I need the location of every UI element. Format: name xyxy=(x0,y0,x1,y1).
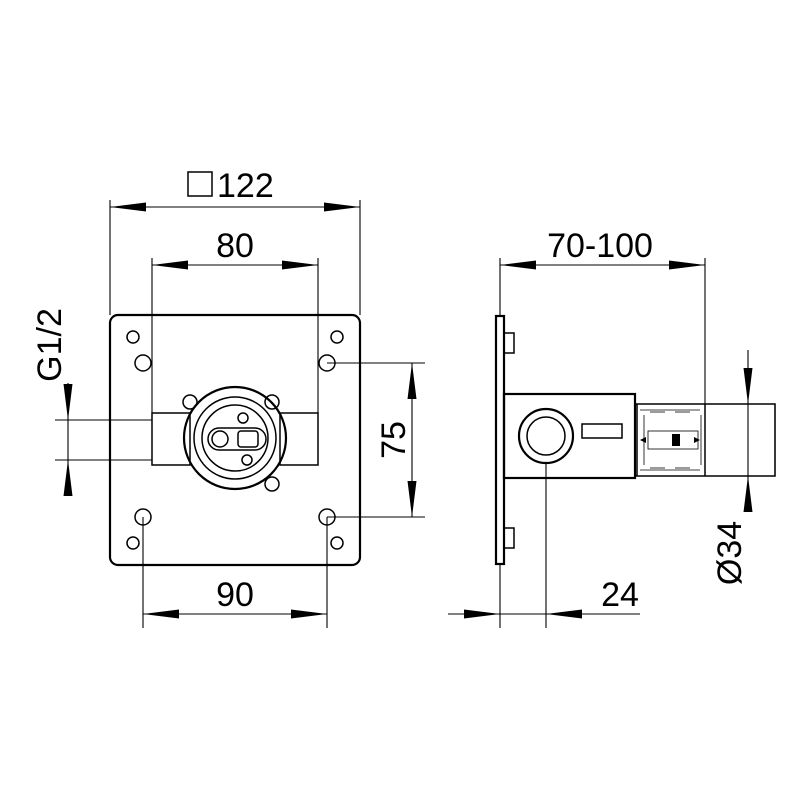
inlet-port-left xyxy=(151,412,191,466)
dim-34-label: Ø34 xyxy=(711,521,749,585)
screw-hole-top-right xyxy=(330,330,344,344)
square-symbol xyxy=(187,171,213,197)
inlet-port-right xyxy=(279,412,319,466)
dim-g12-label: G1/2 xyxy=(31,308,69,382)
dim-90-label: 90 xyxy=(216,576,254,614)
screw-hole-bottom-left xyxy=(126,536,140,550)
dim-34: Ø34 xyxy=(711,350,753,585)
cartridge-port-right xyxy=(237,430,259,448)
dim-80-label: 80 xyxy=(216,227,254,265)
side-lug-top xyxy=(503,332,515,354)
dim-122: 122 xyxy=(110,167,360,212)
screw-bottom xyxy=(241,454,253,466)
dim-g12: G1/2 xyxy=(31,308,73,496)
side-plate xyxy=(494,314,506,566)
dim-24-label: 24 xyxy=(601,576,639,614)
screw-hole-bottom-right xyxy=(330,536,344,550)
housing-mid xyxy=(193,396,277,480)
valve-body xyxy=(151,385,319,492)
lug-bottom-right xyxy=(264,476,280,492)
screw-top xyxy=(237,412,249,424)
side-outlet-inner xyxy=(526,416,566,456)
screw-hole-top-left xyxy=(126,330,140,344)
extension-markings xyxy=(640,409,702,471)
dim-90: 90 xyxy=(143,576,327,619)
lug-top-right xyxy=(264,394,280,410)
housing-inner xyxy=(201,404,269,472)
dim-80: 80 xyxy=(152,227,318,270)
front-extension-lines xyxy=(55,200,425,628)
dim-122-label: 122 xyxy=(217,167,274,205)
cartridge-port-left xyxy=(211,430,229,448)
dim-24: 24 xyxy=(448,576,640,619)
cartridge-slot xyxy=(207,427,267,451)
mounting-plate xyxy=(108,313,362,567)
housing-outer xyxy=(182,385,288,491)
side-lug-bottom xyxy=(503,527,515,549)
side-cap xyxy=(581,423,623,439)
mount-hole-top-left xyxy=(134,354,152,372)
side-body xyxy=(502,392,637,480)
dim-70-100-label: 70-100 xyxy=(547,227,653,265)
dim-70-100: 70-100 xyxy=(500,227,705,270)
lug-top-left xyxy=(182,394,198,410)
side-view: 70-100 24 Ø34 xyxy=(448,227,776,628)
dim-75-label: 75 xyxy=(375,421,413,459)
plate-holes xyxy=(126,330,344,550)
front-view: 122 80 75 90 G1/2 xyxy=(31,167,425,628)
dim-75: 75 xyxy=(375,363,417,517)
side-extension-lines xyxy=(499,258,776,628)
